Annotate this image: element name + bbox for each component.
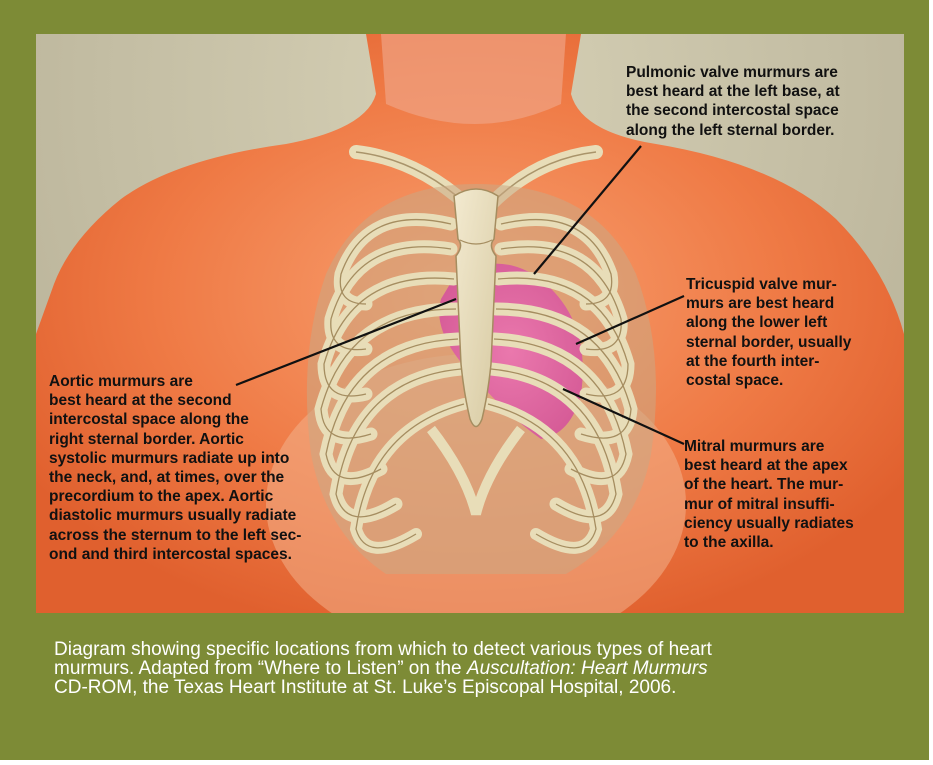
tricuspid-line: Tricuspid valve mur-: [686, 275, 896, 294]
aortic-line: systolic murmurs radiate up into: [49, 449, 349, 468]
aortic-line: best heard at the second: [49, 391, 349, 410]
caption-title-italic: Auscultation: Heart Murmurs: [467, 658, 708, 679]
mitral-line: ciency usually radiates: [684, 514, 894, 533]
tricuspid-line: sternal border, usually: [686, 333, 896, 352]
tricuspid-label: Tricuspid valve mur- murs are best heard…: [686, 275, 896, 390]
tricuspid-line: at the fourth inter-: [686, 352, 896, 371]
mitral-label: Mitral murmurs are best heard at the ape…: [684, 437, 894, 552]
pulmonic-line: Pulmonic valve murmurs are: [626, 63, 896, 82]
aortic-line: Aortic murmurs are: [49, 372, 349, 391]
illustration-panel: Pulmonic valve murmurs are best heard at…: [36, 34, 904, 613]
caption-line-3: CD-ROM, the Texas Heart Institute at St.…: [54, 678, 914, 697]
tricuspid-line: along the lower left: [686, 313, 896, 332]
neck: [381, 34, 566, 124]
aortic-line: intercostal space along the: [49, 410, 349, 429]
caption-line-1: Diagram showing specific locations from …: [54, 640, 914, 659]
pulmonic-label: Pulmonic valve murmurs are best heard at…: [626, 63, 896, 140]
mitral-line: Mitral murmurs are: [684, 437, 894, 456]
aortic-line: ond and third intercostal spaces.: [49, 545, 349, 564]
figure-caption: Diagram showing specific locations from …: [54, 640, 914, 698]
caption-text: murmurs. Adapted from “Where to Listen” …: [54, 658, 467, 679]
aortic-label: Aortic murmurs are best heard at the sec…: [49, 372, 349, 564]
aortic-line: across the sternum to the left sec-: [49, 526, 349, 545]
caption-line-2: murmurs. Adapted from “Where to Listen” …: [54, 659, 914, 678]
pulmonic-line: along the left sternal border.: [626, 121, 896, 140]
mitral-line: best heard at the apex: [684, 456, 894, 475]
aortic-line: precordium to the apex. Aortic: [49, 487, 349, 506]
pulmonic-line: best heard at the left base, at: [626, 82, 896, 101]
mitral-line: to the axilla.: [684, 533, 894, 552]
mitral-line: of the heart. The mur-: [684, 475, 894, 494]
aortic-line: diastolic murmurs usually radiate: [49, 506, 349, 525]
aortic-line: right sternal border. Aortic: [49, 430, 349, 449]
tricuspid-line: costal space.: [686, 371, 896, 390]
tricuspid-line: murs are best heard: [686, 294, 896, 313]
aortic-line: the neck, and, at times, over the: [49, 468, 349, 487]
pulmonic-line: the second intercostal space: [626, 101, 896, 120]
mitral-line: mur of mitral insuffi-: [684, 495, 894, 514]
